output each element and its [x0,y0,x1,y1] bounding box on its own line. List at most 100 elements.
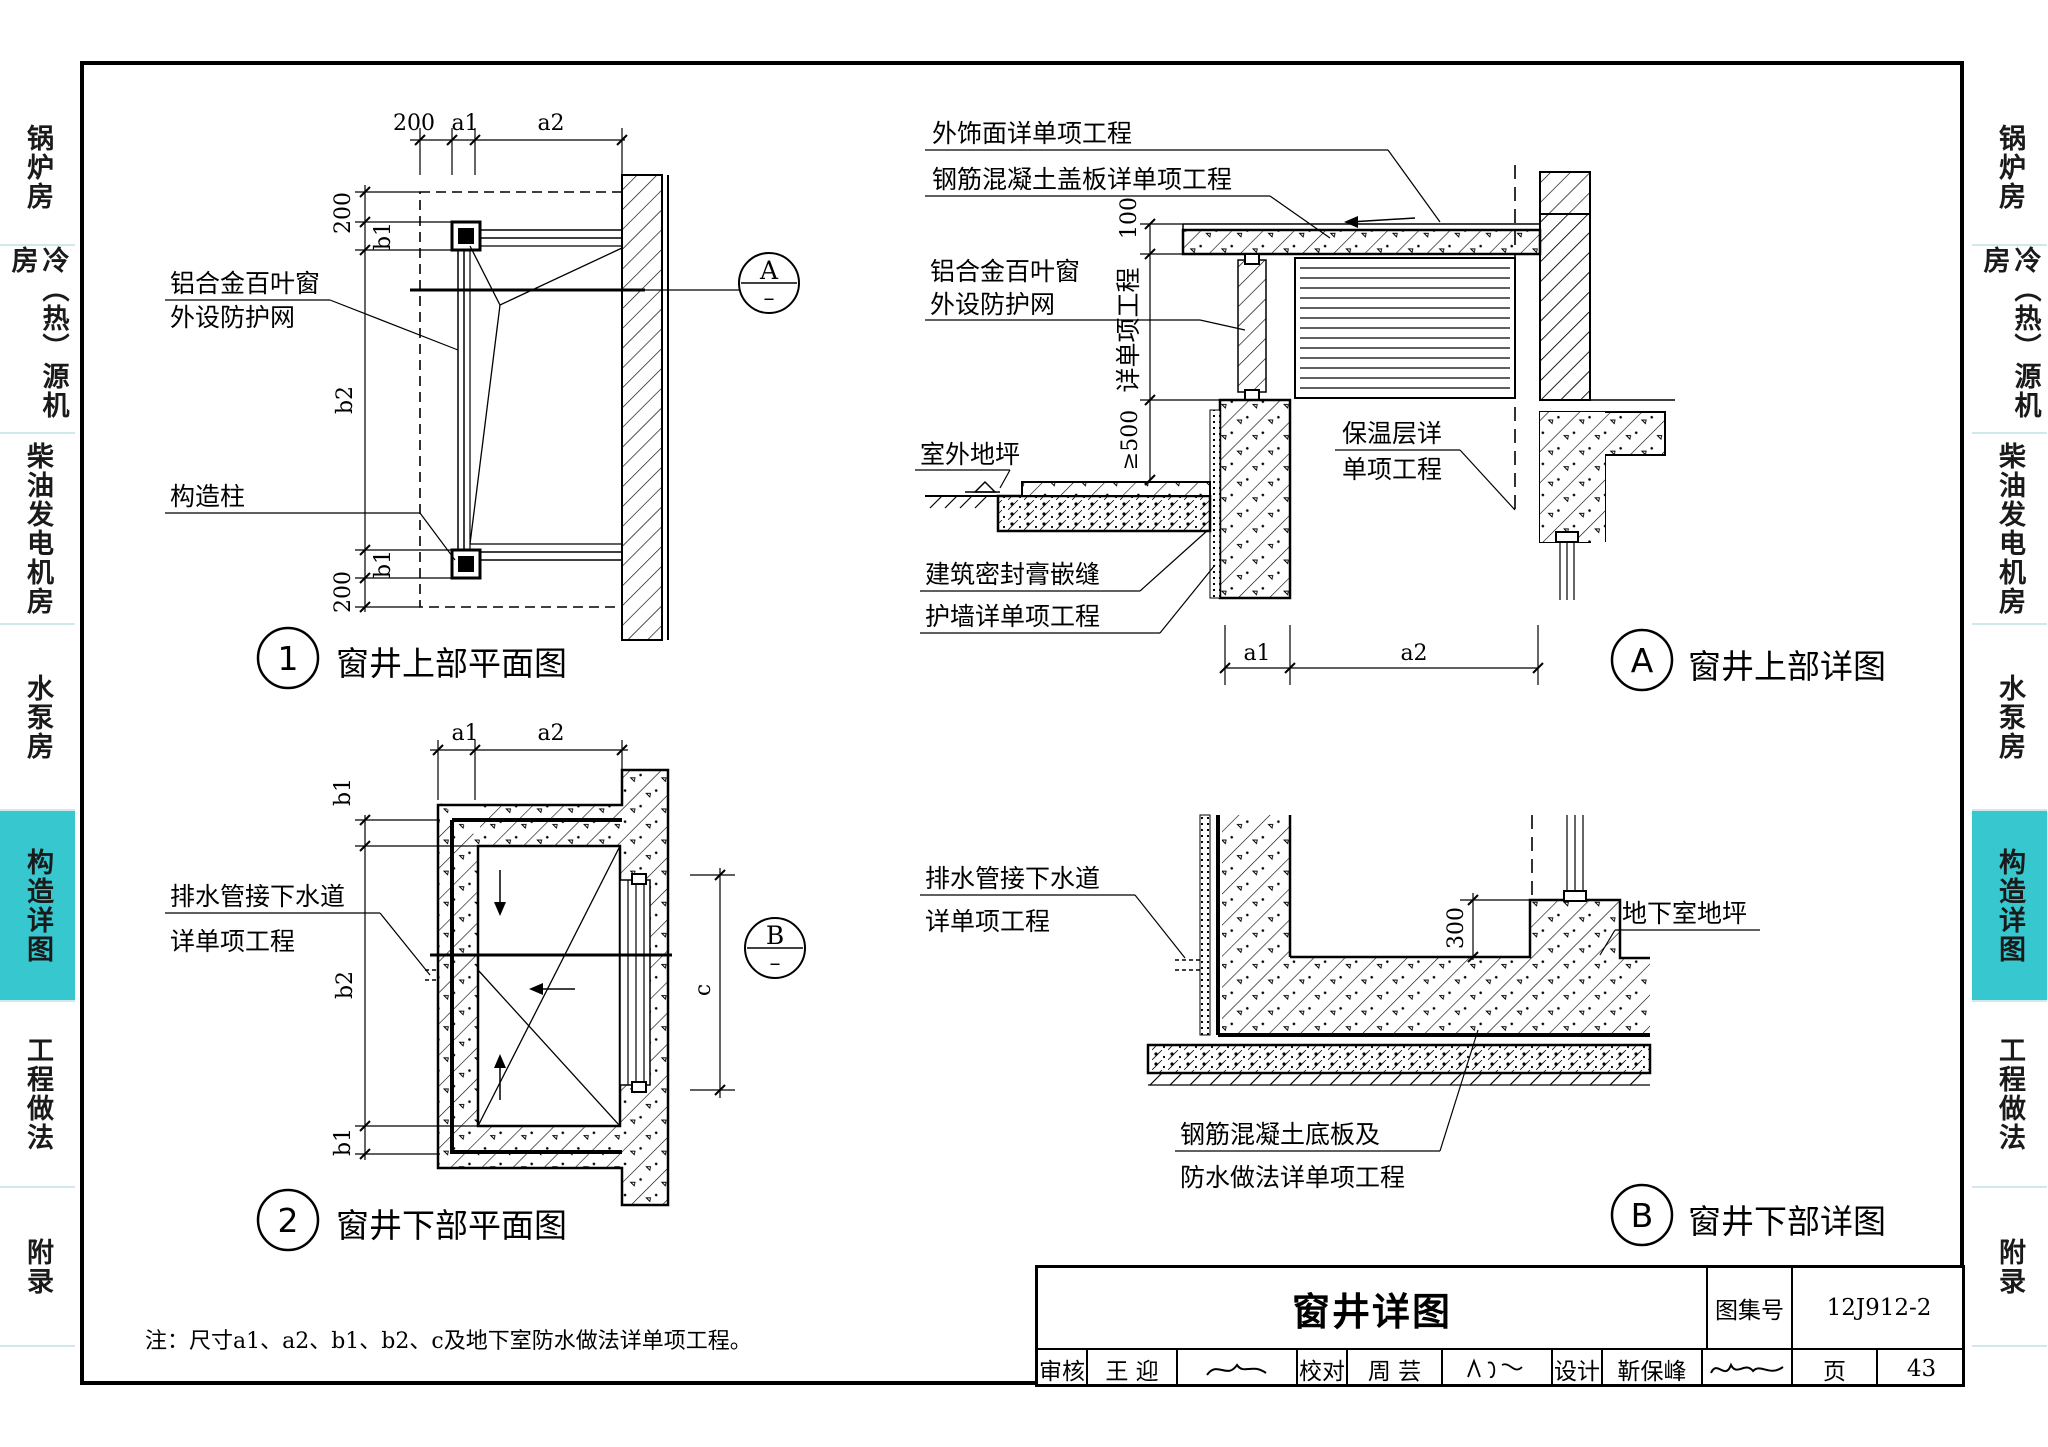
callout-base-slab-2: 防水做法详单项工程 [1180,1163,1405,1192]
left-tab-2[interactable]: 柴油发电机房 [0,434,75,625]
dim-a2-top: a2 [537,111,564,136]
right-tab-3[interactable]: 水泵房 [1972,625,2047,811]
callout-louver-window: 铝合金百叶窗 [170,269,320,298]
reviewer-name: 王 迎 [1088,1350,1178,1387]
dim-b1-lower-top: b1 [331,778,356,806]
reviewer-signature-glyph [1206,1362,1267,1376]
checker-signature-glyph [1467,1357,1523,1378]
right-tab-5[interactable]: 工程做法 [1972,1002,2047,1188]
right-tab-label: 冷（热）源机房 [1978,246,2041,420]
note-text: 注：尺寸a1、a2、b1、b2、c及地下室防水做法详单项工程。 [145,1329,752,1354]
dim-500: ≥500 [1118,410,1143,470]
dim-300: 300 [1444,907,1469,949]
drawing-frame [80,61,1964,1385]
dim-a1-top: a1 [451,111,478,136]
atlas-number: 12J912-2 [1793,1268,1965,1350]
dim-200-left-top: 200 [331,192,356,234]
check-label: 校对 [1298,1350,1348,1387]
right-tab-1[interactable]: 冷（热）源机房 [1972,246,2047,434]
callout-insulation-1: 保温层详 [1342,419,1442,448]
left-tab-label: 附录 [22,1237,53,1296]
dim-a2-detail: a2 [1400,641,1427,666]
dim-b2-lower: b2 [333,971,358,999]
designer-signature-glyph [1710,1362,1784,1373]
right-tab-label: 附录 [1994,1237,2025,1296]
right-tab-4[interactable]: 构造详图 [1972,811,2047,1002]
left-tab-label: 冷（热）源机房 [6,246,69,420]
dim-detail-vertical: 详单项工程 [1114,267,1143,392]
checker-name: 周 芸 [1348,1350,1443,1387]
callout-basement-floor: 地下室地坪 [1622,899,1747,928]
designer-name: 靳保峰 [1603,1350,1703,1387]
left-tab-6[interactable]: 附录 [0,1188,75,1347]
right-tab-6[interactable]: 附录 [1972,1188,2047,1347]
drawing-letter-a: A [1631,641,1654,680]
svg-text:–: – [764,286,775,311]
review-label: 审核 [1038,1350,1088,1387]
title-upper-plan: 窗井上部平面图 [336,644,567,683]
dim-200-top: 200 [393,111,435,136]
page-number: 43 [1906,1355,1937,1382]
drawing-letter-b: B [1631,1196,1654,1235]
drawing-number-1: 1 [278,639,299,678]
left-tab-5[interactable]: 工程做法 [0,1002,75,1188]
callout-drain-b-detail: 详单项工程 [925,907,1050,936]
right-tab-0[interactable]: 锅炉房 [1972,90,2047,246]
dim-b2-left: b2 [333,386,358,414]
right-tab-label: 锅炉房 [1994,123,2025,211]
page-label: 页 [1793,1350,1878,1387]
dim-a1-detail: a1 [1243,641,1270,666]
callout-exterior-finish: 外饰面详单项工程 [932,119,1132,148]
drawing-title: 窗井详图 [1038,1268,1708,1350]
callout-base-slab-1: 钢筋混凝土底板及 [1180,1120,1380,1149]
section-mark-b-lower: B [766,921,784,950]
callout-net-a: 外设防护网 [930,290,1055,319]
right-tab-2[interactable]: 柴油发电机房 [1972,434,2047,625]
left-tab-0[interactable]: 锅炉房 [0,90,75,246]
left-tab-label: 锅炉房 [22,123,53,211]
section-mark-a-upper: A [759,256,779,285]
callout-drain-pipe: 排水管接下水道 [170,882,345,911]
title-lower-detail: 窗井下部详图 [1688,1202,1886,1241]
callout-drain-detail: 详单项工程 [170,927,295,956]
left-tab-label: 工程做法 [22,1036,53,1152]
left-tab-1[interactable]: 冷（热）源机房 [0,246,75,434]
dim-b1-left-bottom: b1 [371,550,396,578]
title-upper-detail: 窗井上部详图 [1688,647,1886,686]
atlas-label: 图集号 [1708,1268,1793,1350]
reviewer-signature [1178,1350,1298,1387]
callout-retaining-wall: 护墙详单项工程 [925,602,1100,631]
right-tab-label: 工程做法 [1994,1036,2025,1152]
callout-structural-column: 构造柱 [170,482,245,511]
dim-b1-lower-bottom: b1 [331,1128,356,1156]
checker-signature [1443,1350,1553,1387]
plan-upper-drawing: A – 200 a1 a2 200 b1 b2 b1 200 铝 [165,111,800,690]
dim-100: 100 [1117,197,1142,239]
title-lower-plan: 窗井下部平面图 [336,1206,567,1245]
right-tab-label: 柴油发电机房 [1994,441,2025,616]
dim-a2-lower: a2 [537,721,564,746]
callout-outdoor-ground: 室外地坪 [920,440,1020,469]
right-tab-label: 水泵房 [1994,673,2025,761]
dim-c: c [691,984,716,996]
dim-b1-left-top: b1 [371,222,396,250]
callout-protective-net: 外设防护网 [170,303,295,332]
detail-lower-drawing: 300 排水管接下水道 详单项工程 地下室地坪 钢筋混凝土底板及 防水做法详单项… [920,814,1886,1247]
left-tab-label: 柴油发电机房 [22,441,53,616]
plan-lower-drawing: B – a1 a2 b1 b2 b1 c 排水管 [165,721,806,1252]
dim-200-left-bottom: 200 [331,571,356,613]
callout-drain-b: 排水管接下水道 [925,864,1100,893]
designer-signature [1703,1350,1793,1387]
callout-insulation-2: 单项工程 [1342,455,1442,484]
left-tab-4[interactable]: 构造详图 [0,811,75,1002]
callout-louver-a: 铝合金百叶窗 [930,257,1080,286]
left-tab-3[interactable]: 水泵房 [0,625,75,811]
dim-a1-lower: a1 [451,721,478,746]
left-tab-label: 构造详图 [22,847,53,964]
left-tab-label: 水泵房 [22,673,53,761]
svg-text:–: – [770,951,781,976]
design-label: 设计 [1553,1350,1603,1387]
drawing-number-2: 2 [278,1201,299,1240]
callout-sealant: 建筑密封膏嵌缝 [925,560,1100,589]
